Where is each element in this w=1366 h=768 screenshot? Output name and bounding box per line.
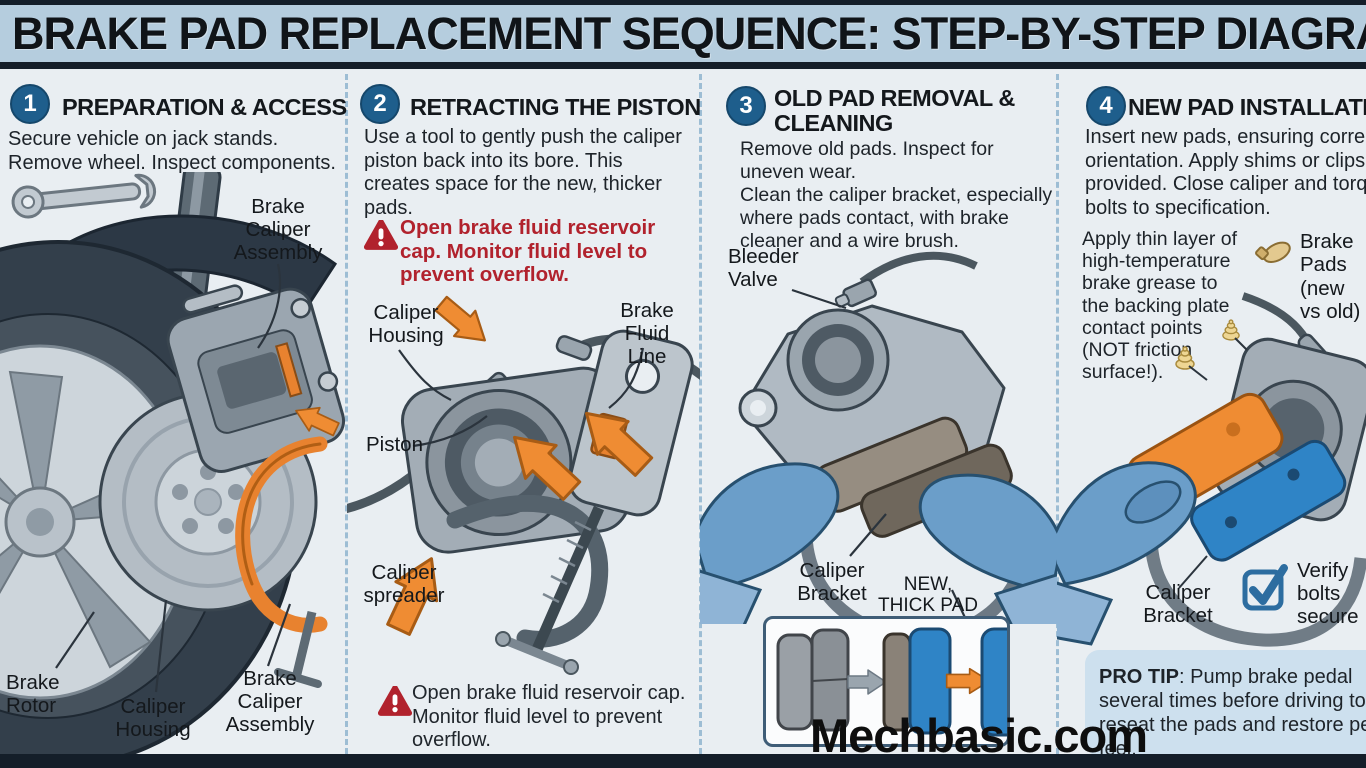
leader-lines	[1178, 337, 1248, 589]
warning-triangle-icon	[378, 686, 412, 718]
new-pad	[980, 627, 1007, 737]
panel-divider-2	[699, 74, 702, 754]
bleeder-valve	[834, 278, 878, 308]
step-2-body: Use a tool to gently push the caliper pi…	[364, 126, 682, 219]
step-1-illustration	[0, 172, 346, 754]
grease-dollop-icon	[1222, 319, 1240, 341]
label-caliper-housing-1: Caliper Housing	[115, 695, 191, 741]
step-2-warning-top: Open brake fluid reservoir cap. Monitor …	[400, 216, 656, 287]
right-glove-hand	[918, 473, 1057, 624]
label-brake-rotor: Brake Rotor	[6, 671, 60, 717]
label-piston: Piston	[366, 433, 423, 456]
step-1-heading: PREPARATION & ACCESS	[62, 94, 347, 120]
top-border	[0, 0, 1366, 5]
wrench-icon	[11, 173, 157, 219]
label-caliper-bracket-4: Caliper Bracket	[1143, 581, 1213, 627]
step-3-illustration	[700, 251, 1057, 624]
brake-rotor	[98, 392, 318, 612]
step-1-number-badge: 1	[10, 84, 50, 124]
label-bleeder-valve: Bleeder Valve	[728, 245, 799, 291]
label-brake-pads-new-vs-old: Brake Pads (new vs old)	[1300, 230, 1361, 324]
label-new-thick-pad: NEW, THICK PAD	[878, 574, 978, 617]
step-4-grease-note: Apply thin layer of high-temperature bra…	[1082, 228, 1238, 384]
step-4-number-badge: 4	[1086, 86, 1126, 126]
leader-lines	[398, 347, 645, 448]
caliper-spreader-tool	[446, 494, 609, 675]
page-title: BRAKE PAD REPLACEMENT SEQUENCE: STEP-BY-…	[12, 8, 1366, 59]
step-1-body: Secure vehicle on jack stands. Remove wh…	[8, 128, 336, 174]
caliper-bracket	[1144, 514, 1366, 647]
brake-caliper-assembly	[166, 284, 346, 473]
gray-arrow-icon	[847, 669, 887, 695]
step-4-body: Insert new pads, ensuring correct orient…	[1085, 126, 1366, 219]
watermark-text: Mechbasic.com	[810, 709, 1148, 762]
label-caliper-housing-2: Caliper Housing	[368, 301, 444, 347]
c-clamp	[235, 436, 328, 688]
warning-triangle-icon	[364, 220, 398, 252]
title-underline	[0, 62, 1366, 69]
label-verify-bolts: Verify bolts secure	[1297, 559, 1359, 628]
step-2-illustration	[347, 289, 700, 675]
label-brake-fluid-line: Brake Fluid Line	[620, 299, 674, 368]
left-glove-hand	[700, 462, 840, 624]
step-2-heading: RETRACTING THE PISTON	[410, 94, 701, 120]
checkbox-check-icon	[1242, 564, 1288, 611]
bottom-border	[0, 754, 1366, 768]
step-4-heading: NEW PAD INSTALLATION	[1128, 94, 1366, 120]
step-3-heading: OLD PAD REMOVAL & CLEANING	[774, 85, 1015, 137]
step-3-body: Remove old pads. Inspect for uneven wear…	[740, 138, 1053, 252]
label-brake-caliper-assembly-bottom: Brake Caliper Assembly	[225, 667, 315, 736]
label-brake-caliper-assembly-top: Brake Caliper Assembly	[233, 195, 323, 264]
pad-comparison-box	[763, 616, 1010, 747]
step-3-number-badge: 3	[726, 86, 766, 126]
panel-divider-1	[345, 74, 348, 754]
grease-tube-icon	[1255, 241, 1291, 263]
left-glove-hand	[1057, 461, 1197, 646]
hose	[859, 251, 978, 286]
step-4-illustration	[1057, 292, 1366, 647]
pro-tip-label: PRO TIP	[1099, 666, 1180, 688]
panel-divider-3	[1056, 74, 1059, 754]
step-2-number-badge: 2	[360, 84, 400, 124]
label-caliper-bracket-3: Caliper Bracket	[797, 559, 867, 605]
leader-lines	[55, 263, 292, 693]
grease-dollop-icon	[1175, 346, 1195, 370]
step-2-warning-bottom: Open brake fluid reservoir cap. Monitor …	[412, 682, 686, 752]
pad-comparison-graphic	[776, 627, 1007, 737]
leader-line	[791, 288, 847, 310]
caliper-housing	[401, 366, 631, 554]
old-vs-new-pair	[882, 627, 952, 735]
title-band	[0, 5, 1366, 62]
label-caliper-spreader: Caliper spreader	[363, 561, 445, 607]
blue-pad	[1190, 439, 1347, 562]
